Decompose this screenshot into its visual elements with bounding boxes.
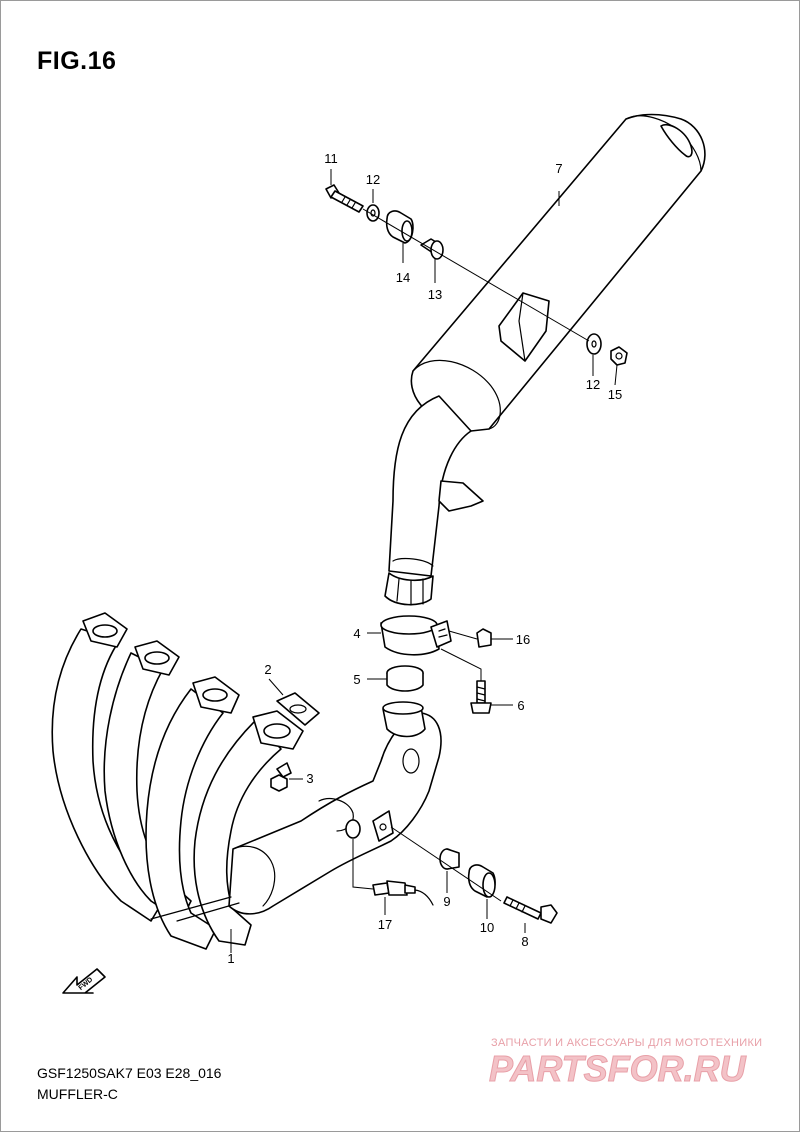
- gasket-part-5[interactable]: [386, 665, 424, 692]
- watermark-logo-text: PARTSFOR.RU: [489, 1048, 747, 1089]
- washer-part-12-upper[interactable]: [366, 204, 380, 222]
- callout-11: 11: [324, 151, 338, 166]
- section-name: MUFFLER-C: [37, 1086, 118, 1102]
- watermark-caption: ЗАПЧАСТИ И АКСЕССУАРЫ ДЛЯ МОТОТЕХНИКИ: [491, 1037, 763, 1049]
- callout-8: 8: [521, 934, 528, 949]
- flange-gasket-part-2[interactable]: [276, 692, 320, 726]
- collar-part-9[interactable]: [439, 848, 460, 870]
- exhaust-header-part-1[interactable]: [51, 612, 442, 950]
- washer-part-12-lower[interactable]: [586, 333, 602, 355]
- bolt-part-11[interactable]: [325, 184, 364, 213]
- callout-leaders: [230, 169, 618, 953]
- watermark-logo: PARTSFOR.RU: [489, 1048, 748, 1090]
- callout-12-upper: 12: [366, 172, 380, 187]
- callout-2: 2: [264, 662, 271, 677]
- collar-part-13[interactable]: [420, 238, 444, 260]
- bolt-part-8[interactable]: [503, 896, 558, 924]
- cap-part-16[interactable]: [476, 628, 492, 648]
- callout-4: 4: [353, 626, 360, 641]
- nut-part-15[interactable]: [610, 346, 628, 366]
- clamp-part-4[interactable]: [380, 615, 452, 656]
- o2-sensor-part-17[interactable]: [372, 880, 434, 906]
- callout-3: 3: [306, 771, 313, 786]
- callout-labels: 1 2 3 4 5 6 7 8 9 10 11 12 12 13 14 15 1…: [227, 151, 622, 966]
- rubber-bush-part-14[interactable]: [385, 210, 414, 244]
- callout-15: 15: [608, 387, 622, 402]
- callout-5: 5: [353, 672, 360, 687]
- callout-1: 1: [227, 951, 234, 966]
- model-code: GSF1250SAK7 E03 E28_016: [37, 1065, 222, 1081]
- callout-12-lower: 12: [586, 377, 600, 392]
- callout-14: 14: [396, 270, 410, 285]
- sensor-leader-line: [352, 839, 374, 890]
- figure-title: FIG.16: [37, 47, 117, 75]
- muffler-body-part-7[interactable]: [384, 113, 706, 606]
- fwd-arrow-icon: FWD: [62, 968, 106, 994]
- mount-axis-line: [362, 208, 590, 342]
- callout-9: 9: [443, 894, 450, 909]
- bolt-part-6[interactable]: [470, 680, 492, 714]
- callout-16: 16: [516, 632, 530, 647]
- callout-13: 13: [428, 287, 442, 302]
- callout-7: 7: [555, 161, 562, 176]
- rubber-bush-part-10[interactable]: [467, 864, 496, 898]
- lower-mount-axis-line: [390, 826, 502, 902]
- callout-17: 17: [378, 917, 392, 932]
- clamp-axis-line: [440, 630, 482, 681]
- callout-6: 6: [517, 698, 524, 713]
- nut-part-3[interactable]: [270, 762, 292, 792]
- callout-10: 10: [480, 920, 494, 935]
